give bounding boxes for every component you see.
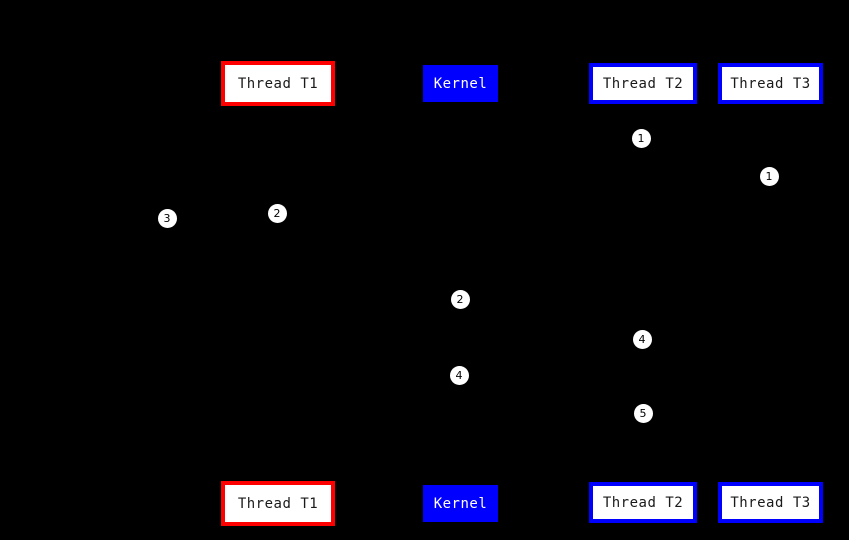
participant-label: Thread T2 bbox=[602, 75, 684, 92]
participant-t2-bottom[interactable]: Thread T2 bbox=[589, 482, 697, 523]
participant-kernel-top[interactable]: Kernel bbox=[423, 65, 498, 102]
step-marker-2: 2 bbox=[450, 289, 470, 309]
participant-label: Thread T3 bbox=[730, 494, 811, 511]
lifeline-t2 bbox=[643, 104, 644, 483]
message-arrow bbox=[460, 385, 643, 386]
participant-label: Thread T2 bbox=[602, 494, 684, 511]
participant-t3-bottom[interactable]: Thread T3 bbox=[718, 482, 823, 523]
step-marker-4: 4 bbox=[449, 365, 469, 385]
message-arrow bbox=[278, 309, 460, 310]
participant-t1-top[interactable]: Thread T1 bbox=[221, 61, 335, 106]
step-marker-1: 1 bbox=[631, 128, 651, 148]
participant-t1-bottom[interactable]: Thread T1 bbox=[221, 481, 335, 526]
message-arrow bbox=[460, 423, 643, 424]
lifeline-t3 bbox=[770, 104, 771, 483]
participant-label: Kernel bbox=[433, 75, 488, 92]
step-marker-2: 2 bbox=[267, 203, 287, 223]
message-arrow bbox=[460, 349, 643, 350]
lifeline-t1 bbox=[278, 106, 279, 482]
step-marker-1: 1 bbox=[759, 166, 779, 186]
message-arrow bbox=[278, 186, 770, 187]
participant-label: Thread T1 bbox=[237, 495, 319, 512]
message-arrow bbox=[278, 148, 643, 149]
participant-t2-top[interactable]: Thread T2 bbox=[589, 63, 697, 104]
step-marker-5: 5 bbox=[633, 403, 653, 423]
participant-label: Kernel bbox=[433, 495, 488, 512]
participant-kernel-bottom[interactable]: Kernel bbox=[423, 485, 498, 522]
participant-label: Thread T1 bbox=[237, 75, 319, 92]
step-marker-3: 3 bbox=[157, 208, 177, 228]
participant-t3-top[interactable]: Thread T3 bbox=[718, 63, 823, 104]
step-marker-4: 4 bbox=[632, 329, 652, 349]
message-arrow bbox=[167, 228, 278, 229]
participant-label: Thread T3 bbox=[730, 75, 811, 92]
